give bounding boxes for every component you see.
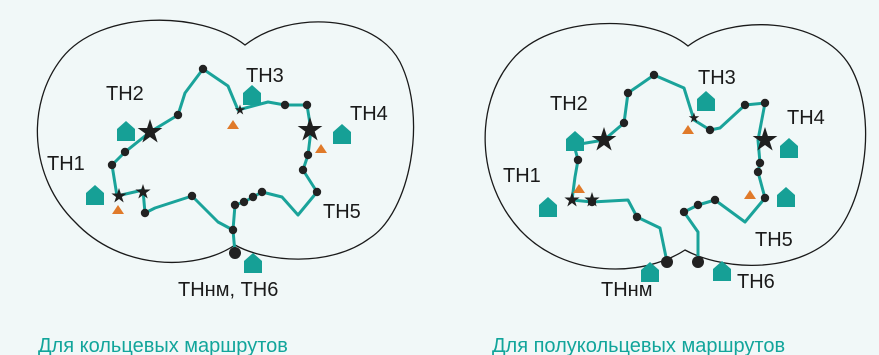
stop-dot-terminal xyxy=(692,256,704,268)
label-th5: ТН5 xyxy=(755,229,793,251)
stop-dot xyxy=(755,158,765,168)
stop-dot xyxy=(257,187,267,197)
stop-dot xyxy=(120,147,130,157)
house-icon xyxy=(780,138,798,158)
label-th3: ТН3 xyxy=(698,67,736,89)
stop-dot xyxy=(753,167,763,177)
triangle-icon xyxy=(744,190,756,199)
caption-ring-routes: Для кольцевых маршрутов xyxy=(38,335,288,355)
left-diagram: ТН1 ТН2 ТН3 ТН4 ТН5 ТНнм, ТН6 Для кольце… xyxy=(36,19,415,355)
label-th1: ТН1 xyxy=(47,153,85,175)
stop-dot xyxy=(679,207,689,217)
triangle-icon xyxy=(682,125,694,134)
stop-dot xyxy=(280,100,290,110)
stop-dot xyxy=(710,195,720,205)
label-th1: ТН1 xyxy=(503,165,541,187)
label-th4: ТН4 xyxy=(350,103,388,125)
caption-semi-ring-routes: Для полукольцевых маршрутов xyxy=(492,335,785,355)
stop-dot xyxy=(107,160,117,170)
right-stops xyxy=(569,70,770,268)
triangle-icon xyxy=(112,205,124,214)
house-icon xyxy=(697,91,715,111)
stop-dot xyxy=(573,155,583,165)
star-icon xyxy=(752,127,778,151)
stop-dot xyxy=(248,192,258,202)
stop-dot xyxy=(187,191,197,201)
house-icon xyxy=(117,121,135,141)
house-icon xyxy=(333,124,351,144)
house-icon xyxy=(244,253,262,273)
stop-dot xyxy=(760,98,770,108)
stop-dot xyxy=(228,225,238,235)
stop-dot xyxy=(760,193,770,203)
stop-dot xyxy=(693,200,703,210)
house-icon xyxy=(777,187,795,207)
right-route-line xyxy=(570,73,767,264)
label-thnm: ТНнм xyxy=(601,279,652,301)
label-thnm-th6: ТНнм, ТН6 xyxy=(178,279,278,301)
stop-dot xyxy=(705,125,715,135)
stop-dot xyxy=(302,100,312,110)
house-icon xyxy=(86,185,104,205)
house-icon xyxy=(243,85,261,105)
stop-dot xyxy=(140,208,150,218)
stop-dot xyxy=(173,110,183,120)
stop-dot xyxy=(740,100,750,110)
stop-dot xyxy=(619,118,629,128)
left-zone-outline xyxy=(36,19,415,264)
label-th2: ТН2 xyxy=(550,93,588,115)
stop-dot xyxy=(239,197,249,207)
right-diagram: ТН1 ТН2 ТН3 ТН4 ТН5 ТНнм ТН6 Для полукол… xyxy=(484,22,867,355)
right-zone-outline xyxy=(484,22,867,270)
stop-dot xyxy=(623,88,633,98)
label-th6: ТН6 xyxy=(737,271,775,293)
stop-dot xyxy=(632,212,642,222)
stop-dot xyxy=(303,150,313,160)
label-th5: ТН5 xyxy=(323,201,361,223)
stop-dot xyxy=(198,64,208,74)
house-icon xyxy=(539,197,557,217)
label-th3: ТН3 xyxy=(246,65,284,87)
stop-dot xyxy=(312,187,322,197)
stop-dot-terminal xyxy=(661,256,673,268)
house-icon xyxy=(566,131,584,151)
star-icon xyxy=(591,127,617,151)
stop-dot-terminal xyxy=(229,247,241,259)
label-th4: ТН4 xyxy=(787,107,825,129)
triangle-icon xyxy=(227,120,239,129)
left-stops xyxy=(107,64,322,259)
stop-dot xyxy=(649,70,659,80)
stop-dot xyxy=(230,200,240,210)
label-th2: ТН2 xyxy=(106,83,144,105)
stop-dot xyxy=(298,165,308,175)
triangle-icon xyxy=(315,144,327,153)
